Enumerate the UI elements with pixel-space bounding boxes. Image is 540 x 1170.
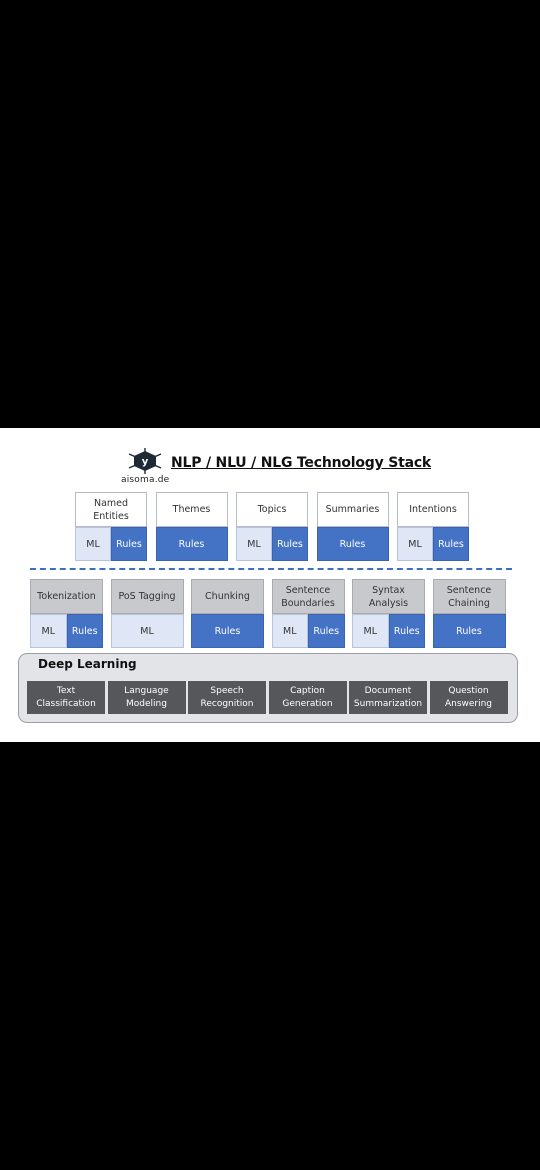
rules-segment: Rules: [155, 527, 228, 561]
aisoma-logo-icon: y: [128, 448, 162, 474]
diagram-title: NLP / NLU / NLG Technology Stack: [171, 455, 432, 471]
card-label: Chunking: [191, 579, 264, 614]
ml-segment: ML: [271, 614, 308, 648]
card-label: Sentence Chaining: [432, 579, 506, 614]
card-label: Tokenization: [30, 579, 103, 614]
card-label: Intentions: [397, 492, 469, 527]
ml-segment: ML: [352, 614, 389, 648]
rules-segment: Rules: [433, 527, 469, 561]
card-label: Themes: [155, 492, 228, 527]
ml-segment: ML: [30, 614, 67, 648]
deep-learning-title: Deep Learning: [38, 657, 137, 671]
card-label: Syntax Analysis: [352, 579, 425, 614]
card-label: Sentence Boundaries: [271, 579, 345, 614]
dl-item-language-modeling: Language Modeling: [107, 681, 186, 714]
rules-segment: Rules: [272, 527, 308, 561]
rules-segment: Rules: [191, 614, 264, 648]
dl-item-speech-recognition: Speech Recognition: [188, 681, 266, 714]
rules-segment: Rules: [308, 614, 345, 648]
ml-segment: ML: [236, 527, 272, 561]
rules-segment: Rules: [432, 614, 506, 648]
card-label: PoS Tagging: [110, 579, 184, 614]
layer-divider: [30, 568, 512, 570]
diagram-panel: y aisoma.de NLP / NLU / NLG Technology S…: [0, 428, 540, 742]
rules-segment: Rules: [66, 614, 103, 648]
dl-item-text-classification: Text Classification: [27, 681, 105, 714]
card-label: Topics: [236, 492, 308, 527]
card-label: Summaries: [316, 492, 389, 527]
ml-segment: ML: [110, 614, 184, 648]
ml-segment: ML: [397, 527, 433, 561]
ml-segment: ML: [75, 527, 111, 561]
dl-item-question-answering: Question Answering: [429, 681, 508, 714]
rules-segment: Rules: [316, 527, 389, 561]
card-label: Named Entities: [75, 492, 147, 527]
logo-text: aisoma.de: [121, 475, 170, 485]
rules-segment: Rules: [388, 614, 425, 648]
dl-item-caption-generation: Caption Generation: [268, 681, 347, 714]
svg-text:y: y: [142, 457, 149, 468]
dl-item-document-summarization: Document Summarization: [349, 681, 427, 714]
rules-segment: Rules: [111, 527, 147, 561]
